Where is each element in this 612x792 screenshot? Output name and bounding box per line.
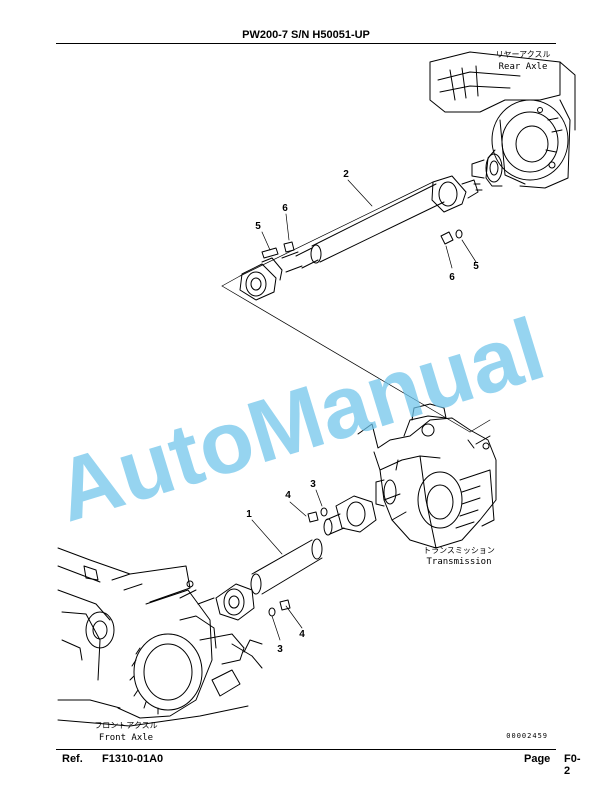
footer: Ref. F1310-01A0 Page F0-2 — [56, 753, 581, 777]
callout-3-lower: 3 — [277, 644, 283, 655]
transmission-drawing — [357, 403, 497, 549]
leader-lines-lower — [251, 489, 323, 641]
callout-5-upper-right: 5 — [473, 261, 479, 272]
page-number: F0-2 — [564, 753, 581, 777]
transmission-label-jp: トランスミッション — [423, 546, 495, 555]
callout-1: 1 — [246, 509, 252, 520]
page-title: PW200-7 S/N H50051-UP — [242, 29, 370, 41]
figure-code: 00002459 — [506, 732, 548, 740]
ref-label: Ref. — [62, 753, 83, 765]
drive-shaft-1 — [215, 495, 377, 621]
rear-axle-drawing — [429, 51, 576, 189]
callout-3-upper: 3 — [310, 479, 316, 490]
front-axle-label-en: Front Axle — [99, 733, 153, 743]
page-label: Page — [524, 753, 551, 765]
callout-5-upper-left: 5 — [255, 221, 261, 232]
ref-value: F1310-01A0 — [102, 753, 164, 765]
callout-6-upper-right: 6 — [449, 272, 455, 283]
callout-4-upper: 4 — [285, 490, 291, 501]
header-rule — [56, 43, 556, 44]
leader-lines-upper — [221, 179, 491, 433]
front-axle-drawing — [57, 547, 263, 727]
callout-6-upper-left: 6 — [282, 203, 288, 214]
rear-axle-label-jp: リヤーアクスル — [495, 50, 550, 59]
watermark: AutoManual — [45, 299, 555, 541]
transmission-label-en: Transmission — [426, 557, 491, 567]
footer-rule — [56, 749, 556, 750]
callout-2: 2 — [343, 169, 349, 180]
front-axle-label-jp: フロントアクスル — [94, 721, 157, 730]
rear-axle-label-en: Rear Axle — [499, 62, 548, 72]
drive-shaft-2 — [239, 175, 483, 301]
callout-4-lower: 4 — [299, 629, 305, 640]
